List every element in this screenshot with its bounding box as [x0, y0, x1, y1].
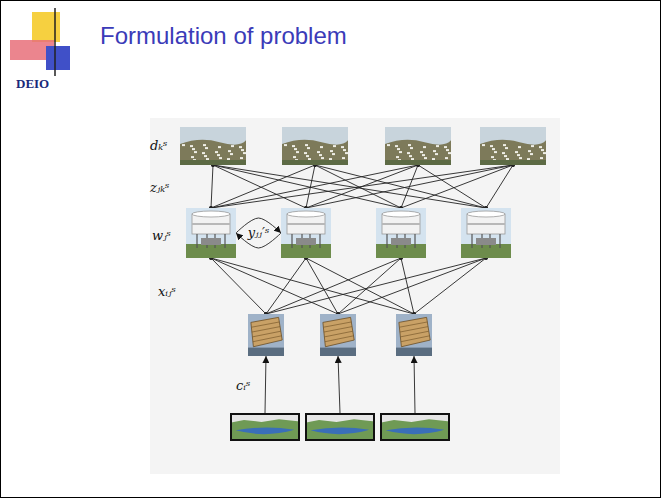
flow-line — [211, 165, 213, 208]
flow-line — [211, 165, 418, 208]
reservoir-picture — [230, 413, 300, 441]
slide-title: Formulation of problem — [100, 22, 347, 50]
plant-picture — [248, 314, 284, 356]
title-rule — [34, 59, 620, 61]
town-picture — [480, 127, 546, 165]
flow-line — [266, 258, 486, 314]
logo-line — [54, 8, 56, 76]
tank-illustration — [376, 208, 426, 258]
town-illustration — [282, 127, 348, 165]
flow-line — [306, 165, 513, 208]
tank-picture — [376, 208, 426, 258]
flow-line — [315, 165, 486, 208]
flow-line — [486, 165, 513, 208]
flow-line — [213, 165, 306, 208]
flow-line — [213, 165, 401, 208]
logo-blue — [46, 46, 70, 70]
tank-picture — [461, 208, 511, 258]
logo-text: DEIO — [16, 76, 49, 91]
town-picture — [180, 127, 246, 165]
variable-label: dₖˢ — [150, 138, 167, 154]
variable-label: xᵢⱼˢ — [158, 284, 176, 300]
tank-illustration — [186, 208, 236, 258]
tank-illustration — [281, 208, 331, 258]
reservoir-illustration — [380, 413, 450, 441]
variable-label: wⱼˢ — [152, 228, 171, 244]
plant-picture — [396, 314, 432, 356]
flow-line — [265, 356, 266, 413]
flow-line — [211, 165, 315, 208]
flow-line — [211, 165, 513, 208]
town-illustration — [385, 127, 451, 165]
flow-line — [401, 165, 418, 208]
flow-line — [338, 258, 401, 314]
tank-picture — [281, 208, 331, 258]
flow-line — [414, 356, 415, 413]
plant-illustration — [248, 314, 284, 356]
flow-line — [414, 258, 486, 314]
flow-line — [266, 258, 401, 314]
flow-line — [401, 258, 414, 314]
plant-illustration — [396, 314, 432, 356]
town-picture — [385, 127, 451, 165]
reservoir-illustration — [305, 413, 375, 441]
variable-label: cᵢˢ — [236, 378, 250, 394]
reservoir-picture — [305, 413, 375, 441]
flow-line — [338, 356, 340, 413]
flow-line — [306, 258, 414, 314]
flow-line — [401, 165, 513, 208]
flow-line — [211, 258, 266, 314]
flow-line — [211, 258, 414, 314]
variable-label: zⱼₖˢ — [150, 180, 169, 196]
logo-yellow — [32, 12, 60, 42]
tank-illustration — [461, 208, 511, 258]
town-illustration — [180, 127, 246, 165]
flow-line — [211, 258, 338, 314]
plant-illustration — [320, 314, 356, 356]
figure-panel — [150, 118, 560, 474]
town-picture — [282, 127, 348, 165]
flow-line — [315, 165, 401, 208]
town-illustration — [480, 127, 546, 165]
flow-line — [418, 165, 486, 208]
reservoir-illustration — [230, 413, 300, 441]
flow-line — [213, 165, 486, 208]
flow-label: yⱼⱼ′ˢ — [246, 225, 272, 241]
tank-picture — [186, 208, 236, 258]
plant-picture — [320, 314, 356, 356]
reservoir-picture — [380, 413, 450, 441]
